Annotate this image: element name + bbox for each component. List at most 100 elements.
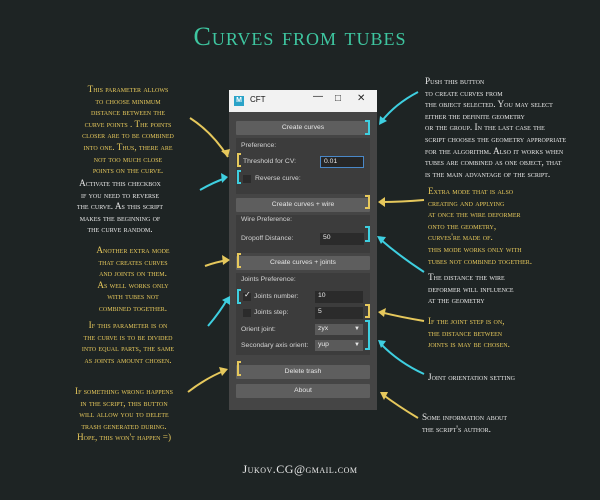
maya-logo-icon: M	[234, 96, 244, 106]
note-line: If this parameter is on	[88, 320, 168, 330]
arrowhead-dropoff	[377, 236, 386, 244]
note-line: points on the curve.	[92, 165, 164, 176]
bracket-joints-step	[365, 304, 370, 318]
author-email: Jukov.CG@gmail.com	[242, 462, 358, 476]
note-line: the curve random.	[87, 224, 153, 235]
note-line: and joints on them.	[99, 268, 167, 279]
about-button[interactable]: About	[236, 384, 370, 398]
arrowhead-reverse	[221, 173, 228, 183]
note-joints-number: If this parameter is on the curve is to …	[48, 320, 208, 366]
note-line: or the group. In the last case the	[425, 122, 545, 133]
create-wire-button[interactable]: Create curves + wire	[236, 198, 370, 212]
note-line: tubes not combined together.	[428, 255, 533, 266]
note-line: Some information about	[422, 412, 508, 422]
arrowhead-joints-number	[222, 296, 230, 305]
note-line: into one. Thus, there are	[83, 141, 173, 152]
note-line: This parameter allows	[87, 84, 169, 94]
dropoff-input[interactable]: 50	[320, 233, 364, 245]
arrow-about	[381, 393, 419, 419]
note-wire-mode: Extra mode that is also creating and app…	[428, 186, 596, 267]
note-line: the script's author.	[422, 423, 491, 434]
arrow-joints-step	[379, 311, 425, 322]
note-line: If something wrong happens	[75, 386, 173, 396]
arrow-joints-number	[207, 297, 229, 327]
note-line: As well works only	[97, 279, 169, 290]
joints-step-input[interactable]: 5	[315, 307, 363, 319]
note-reverse: Activate this checkbox if you need to re…	[40, 178, 200, 236]
dropoff-label: Dropoff Distance:	[241, 235, 294, 242]
chevron-down-icon: ▼	[354, 326, 360, 332]
joints-step-label: Joints step:	[254, 309, 289, 316]
note-line: deformer will influence	[428, 283, 514, 294]
note-line: joints is may be chosen.	[428, 339, 510, 350]
preference-label: Preference:	[241, 142, 277, 149]
window-titlebar[interactable]: M CFT — □ ✕	[229, 90, 377, 112]
note-line: Joint orientation setting	[428, 372, 516, 382]
joints-preference-label: Joints Preference:	[241, 276, 296, 283]
joints-step-checkbox[interactable]	[243, 309, 251, 317]
note-line: that creates curves	[98, 256, 168, 267]
arrowhead-joints-step	[378, 308, 386, 317]
bracket-threshold	[237, 153, 241, 167]
note-line: combined together.	[98, 302, 168, 313]
note-line: as joints amount chosen.	[84, 354, 172, 365]
note-delete-trash: If something wrong happens in the script…	[40, 386, 208, 444]
bracket-create-wire	[365, 195, 370, 209]
joints-number-checkbox[interactable]: ✓	[243, 290, 251, 301]
reverse-curve-checkbox[interactable]	[243, 175, 251, 183]
delete-trash-button[interactable]: Delete trash	[236, 365, 370, 379]
bracket-create-joints	[237, 253, 241, 268]
secondary-axis-select[interactable]: yup ▼	[315, 340, 363, 351]
note-line: curve points . The points	[84, 118, 172, 129]
note-line: this mode works only with	[428, 243, 522, 254]
threshold-label: Threshold for CV:	[243, 158, 297, 165]
arrow-create-curves	[380, 91, 419, 123]
note-line: for the algorithm. Also it works when	[425, 145, 564, 156]
arrowhead-create-curves	[379, 116, 387, 125]
arrow-create-wire	[379, 199, 425, 203]
note-joints-mode: Another extra mode that creates curves a…	[58, 245, 208, 315]
bracket-delete-trash	[237, 361, 241, 376]
note-line: to create curves from	[425, 87, 503, 98]
note-line: at the geometry	[428, 295, 485, 306]
minimize-icon[interactable]: —	[313, 91, 323, 102]
note-line: onto the geometry,	[428, 220, 497, 231]
note-line: the curve. As this script	[76, 201, 164, 212]
create-joints-button[interactable]: Create curves + joints	[236, 256, 370, 270]
secondary-axis-label: Secondary axis orient:	[241, 342, 309, 349]
note-line: creating and applying	[428, 197, 505, 208]
threshold-input[interactable]: 0.01	[320, 156, 364, 168]
orient-joint-select[interactable]: zyx ▼	[315, 324, 363, 335]
joints-number-input[interactable]: 10	[315, 291, 363, 303]
note-line: closer are to be combined	[82, 130, 174, 141]
orient-joint-label: Orient joint:	[241, 326, 276, 333]
reverse-label: Reverse curve:	[255, 175, 301, 182]
note-line: Activate this checkbox	[79, 178, 161, 188]
note-line: makes the beginning of	[79, 212, 161, 223]
note-line: The distance the wire	[428, 272, 505, 282]
note-line: if you need to reverse	[80, 189, 160, 200]
bracket-create-curves	[365, 120, 370, 135]
create-curves-button[interactable]: Create curves	[236, 121, 370, 135]
close-icon[interactable]: ✕	[357, 93, 366, 104]
bracket-reverse	[237, 170, 241, 184]
note-line: in the script, this button	[80, 397, 168, 408]
note-line: distance between the	[90, 107, 166, 118]
wire-preference-label: Wire Preference:	[241, 216, 292, 223]
window-title: CFT	[250, 95, 266, 104]
maximize-icon[interactable]: □	[335, 93, 342, 104]
note-threshold: This parameter allows to choose minimum …	[48, 84, 208, 177]
note-line: the curve is to be divided	[83, 331, 173, 342]
note-line: curves're made of.	[428, 232, 493, 243]
note-joints-step: If the joint step is on, the distance be…	[428, 316, 596, 351]
note-line: If the joint step is on,	[428, 316, 505, 326]
bracket-dropoff	[365, 226, 370, 242]
note-line: the distance between	[428, 327, 503, 338]
note-line: tubes are combined as one object, that	[425, 157, 562, 168]
note-orient: Joint orientation setting	[428, 372, 596, 384]
bracket-orient	[365, 320, 370, 350]
note-line: will allow you to delete	[79, 409, 169, 420]
note-line: script chooses the geometry appropriate	[425, 133, 567, 144]
arrowhead-create-wire	[378, 197, 385, 207]
checkmark-icon: ✓	[244, 290, 251, 299]
